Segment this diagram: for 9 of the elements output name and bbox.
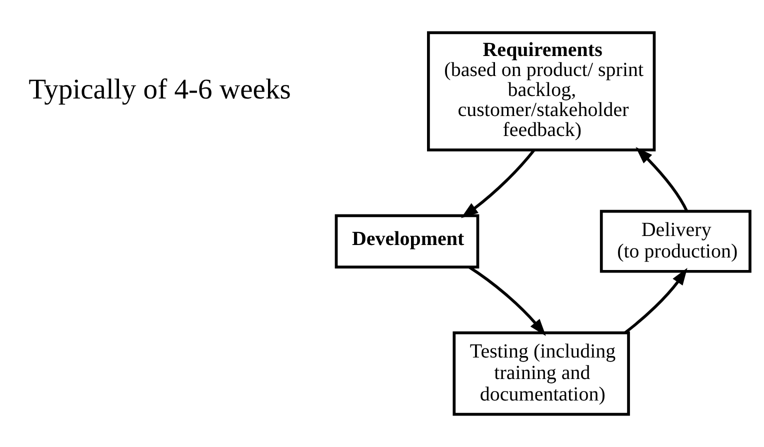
node-box: Requirements (based on product/ sprint backlog, customer/stakeholder feedback)	[427, 31, 656, 152]
arrow	[624, 268, 688, 334]
node-box: Development	[334, 214, 480, 269]
arrow	[636, 147, 688, 212]
node-box: Testing (including training and documentation)	[452, 331, 630, 416]
arrow	[461, 149, 536, 218]
label: Typically of 4-6 weeks	[28, 74, 291, 106]
node-box: Delivery (to production)	[600, 210, 752, 273]
arrow	[468, 266, 546, 336]
